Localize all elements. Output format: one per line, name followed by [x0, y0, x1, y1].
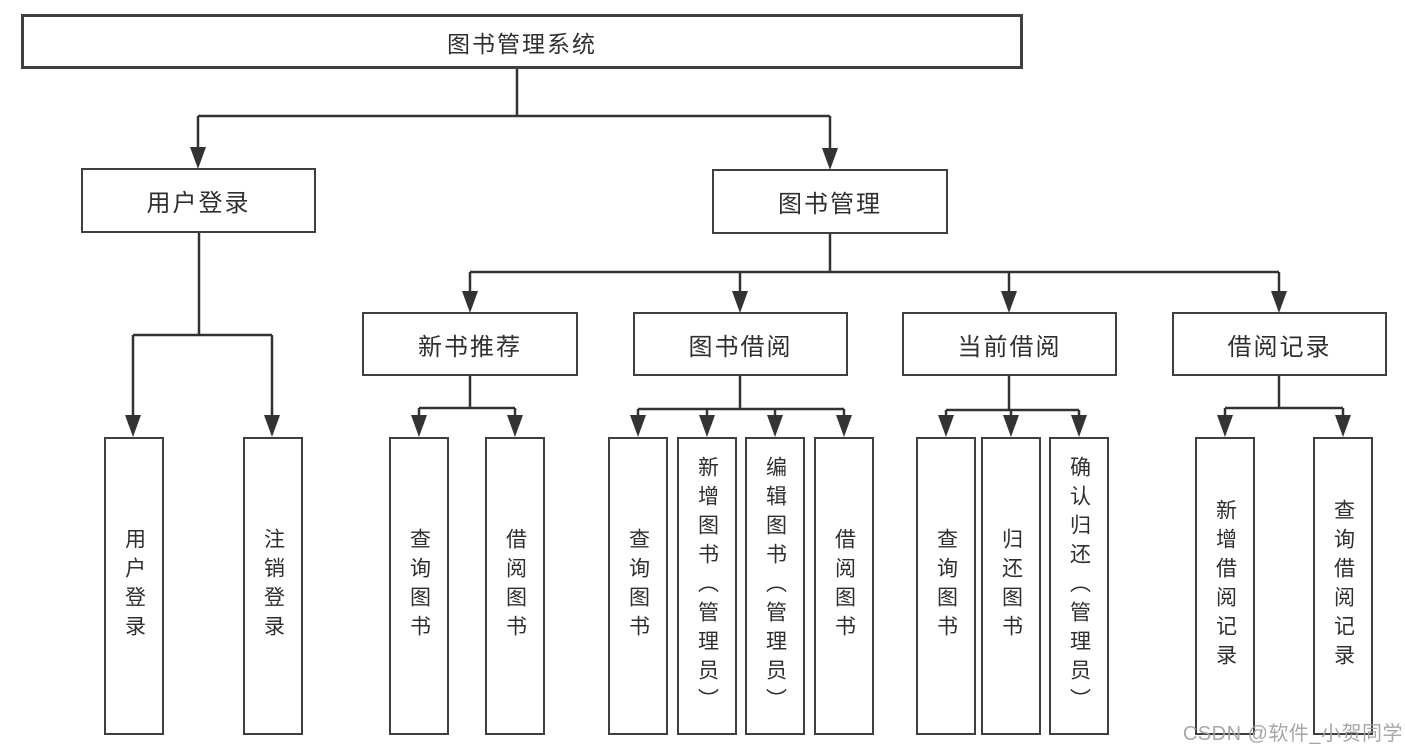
connector-book-borrowing-split	[630, 376, 852, 437]
node-label: 用户登录	[146, 190, 251, 217]
leaf-borrow-books-recommend: 借阅图书	[485, 437, 545, 735]
arrowhead	[630, 415, 646, 437]
leaf-return-books: 归还图书	[981, 437, 1041, 735]
leaf-add-borrow-record: 新增借阅记录	[1195, 437, 1255, 735]
node-current-borrowing: 当前借阅	[902, 312, 1117, 376]
arrowhead	[699, 415, 715, 437]
arrowhead	[1071, 415, 1087, 437]
node-label: 图书管理	[778, 191, 882, 218]
leaf-confirm-return-admin: 确认归还（管理员）	[1049, 437, 1109, 735]
node-label: 新书推荐	[418, 333, 522, 361]
arrowhead	[767, 415, 783, 437]
arrowhead	[1217, 415, 1233, 437]
connector-borrowing-records-split	[1217, 376, 1351, 437]
leaf-query-books-borrowing: 查询图书	[608, 437, 668, 735]
arrowhead	[1335, 415, 1351, 437]
arrowhead	[125, 415, 141, 437]
arrowhead	[411, 415, 427, 437]
leaf-label: 归还图书	[999, 528, 1023, 644]
leaf-query-borrow-record: 查询借阅记录	[1313, 437, 1373, 735]
arrowhead	[1001, 291, 1017, 313]
connector-current-borrowing-split	[938, 376, 1087, 437]
node-label: 图书管理系统	[447, 30, 597, 57]
arrowhead	[1271, 291, 1287, 313]
node-book-borrowing: 图书借阅	[633, 312, 848, 376]
node-new-book-recommendation: 新书推荐	[362, 312, 578, 376]
leaf-add-books-admin: 新增图书（管理员）	[677, 437, 737, 735]
connector-new-book-split	[411, 376, 523, 437]
node-label: 图书借阅	[688, 333, 793, 361]
leaf-edit-books-admin: 编辑图书（管理员）	[745, 437, 805, 735]
connector-root-split	[190, 68, 838, 170]
leaf-query-books-recommend: 查询图书	[389, 437, 449, 735]
leaf-label: 查询图书	[934, 528, 958, 644]
arrowhead	[462, 291, 478, 313]
leaf-user-login: 用户登录	[104, 437, 164, 735]
leaf-query-books-current: 查询图书	[916, 437, 976, 735]
node-label: 当前借阅	[957, 333, 1062, 361]
leaf-borrow-books-borrowing: 借阅图书	[814, 437, 874, 735]
leaf-label: 借阅图书	[503, 528, 527, 644]
node-book-management: 图书管理	[712, 169, 948, 234]
leaf-label: 借阅图书	[832, 528, 856, 644]
arrowhead	[264, 415, 280, 437]
leaf-label: 确认归还（管理员）	[1067, 455, 1091, 717]
leaf-logout-login: 注销登录	[243, 437, 303, 735]
leaf-label: 查询图书	[407, 528, 431, 644]
arrowhead	[190, 147, 206, 169]
arrowhead	[507, 415, 523, 437]
node-user-login: 用户登录	[81, 168, 316, 233]
leaf-label: 注销登录	[261, 528, 285, 644]
arrowhead	[1003, 415, 1019, 437]
connector-book-management-split	[462, 234, 1287, 313]
connector-user-login-split	[125, 233, 280, 437]
leaf-label: 用户登录	[122, 528, 146, 644]
leaf-label: 查询借阅记录	[1331, 499, 1355, 673]
node-library-management-system: 图书管理系统	[21, 14, 1023, 69]
arrowhead	[836, 415, 852, 437]
leaf-label: 查询图书	[626, 528, 650, 644]
arrowhead	[732, 291, 748, 313]
leaf-label: 编辑图书（管理员）	[763, 455, 787, 717]
arrowhead	[822, 148, 838, 170]
node-label: 借阅记录	[1227, 333, 1332, 361]
leaf-label: 新增借阅记录	[1213, 499, 1237, 673]
leaf-label: 新增图书（管理员）	[695, 455, 719, 717]
node-borrowing-records: 借阅记录	[1172, 312, 1387, 376]
arrowhead	[938, 415, 954, 437]
csdn-watermark: CSDN @软件_小贺同学	[1182, 723, 1403, 745]
